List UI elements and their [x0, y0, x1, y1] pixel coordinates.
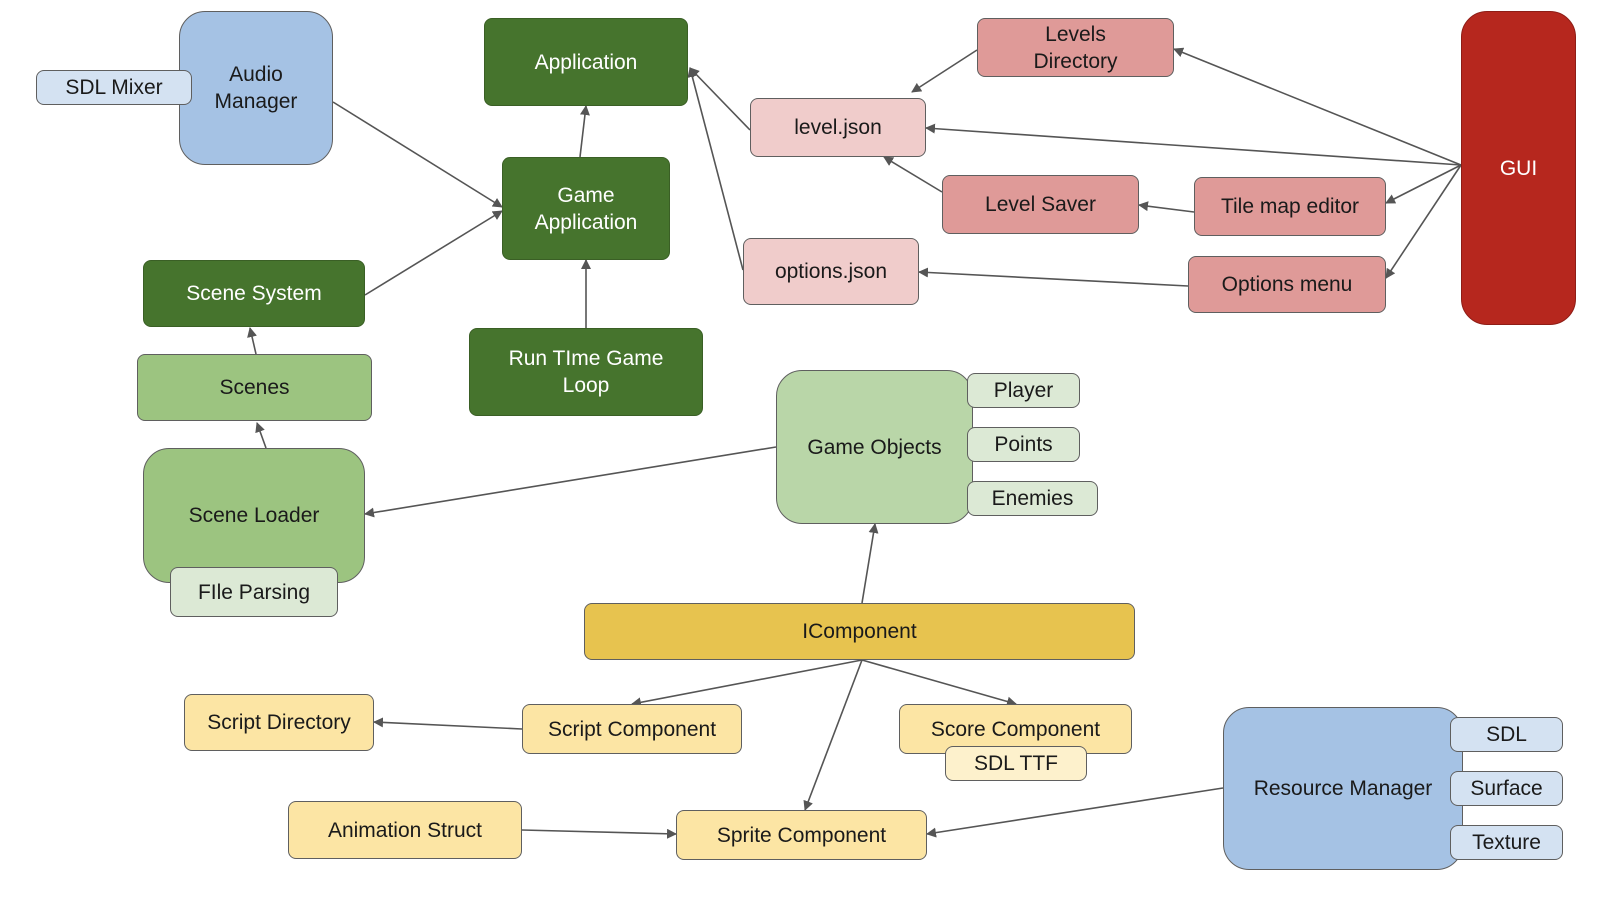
game-objects-node: Game Objects	[776, 370, 973, 524]
level-saver-node: Level Saver	[942, 175, 1139, 234]
score-component-node: Score Component	[899, 704, 1132, 754]
scene-loader-node: Scene Loader	[143, 448, 365, 583]
enemies-node: Enemies	[967, 481, 1098, 516]
arrow-scene-system-to-game-app	[364, 210, 503, 296]
scenes-node: Scenes	[137, 354, 372, 421]
arrow-game-app-to-application	[579, 105, 590, 158]
options-menu-node: Options menu	[1188, 256, 1386, 313]
arrow-game-objects-to-scene-loader	[364, 446, 777, 518]
file-parsing-node: FIle Parsing	[170, 567, 338, 617]
texture-node: Texture	[1450, 825, 1563, 860]
arrow-level-json-to-application	[689, 67, 751, 131]
script-component-node: Script Component	[522, 704, 742, 754]
arrow-scene-loader-to-scenes	[255, 422, 267, 449]
arrow-levels-dir-to-level-json	[911, 49, 978, 93]
arrow-script-comp-to-script-dir	[373, 717, 523, 730]
arrow-scenes-to-scene-system	[247, 327, 257, 355]
arrow-icomponent-to-script-comp	[631, 659, 863, 708]
sdl-mixer-node: SDL Mixer	[36, 70, 192, 105]
sprite-component-node: Sprite Component	[676, 810, 927, 860]
resource-manager-node: Resource Manager	[1223, 707, 1463, 870]
arrow-gui-to-options-menu	[1385, 164, 1462, 279]
arrow-resource-mgr-to-sprite-comp	[926, 787, 1224, 838]
arrow-gui-to-tile-editor	[1385, 164, 1462, 204]
arrow-gui-to-levels-dir	[1173, 47, 1462, 166]
points-node: Points	[967, 427, 1080, 462]
arrow-icomponent-to-game-objects	[861, 523, 879, 604]
arrow-icomponent-to-sprite-comp	[803, 659, 863, 811]
sdl-node: SDL	[1450, 717, 1563, 752]
options-json-node: options.json	[743, 238, 919, 305]
animation-struct-node: Animation Struct	[288, 801, 522, 859]
run-time-game-loop-node: Run TIme Game Loop	[469, 328, 703, 416]
arrow-tile-editor-to-level-saver	[1138, 201, 1195, 213]
arrow-gui-to-level-json	[925, 123, 1462, 166]
sdl-ttf-node: SDL TTF	[945, 746, 1087, 781]
gui-node: GUI	[1461, 11, 1576, 325]
arrow-anim-struct-to-sprite-comp	[521, 828, 677, 839]
arrow-options-menu-to-options-json	[918, 267, 1189, 287]
player-node: Player	[967, 373, 1080, 408]
script-directory-node: Script Directory	[184, 694, 374, 751]
arrow-icomponent-to-score-comp	[861, 659, 1017, 707]
audio-manager-node: Audio Manager	[179, 11, 333, 165]
icomponent-node: IComponent	[584, 603, 1135, 660]
tile-map-editor-node: Tile map editor	[1194, 177, 1386, 236]
arrow-options-json-to-application	[687, 67, 744, 271]
scene-system-node: Scene System	[143, 260, 365, 327]
levels-directory-node: Levels Directory	[977, 18, 1174, 77]
arrow-audio-to-game-app	[332, 101, 503, 208]
application-node: Application	[484, 18, 688, 106]
surface-node: Surface	[1450, 771, 1563, 806]
game-application-node: Game Application	[502, 157, 670, 260]
level-json-node: level.json	[750, 98, 926, 157]
arrow-level-saver-to-level-json	[883, 156, 943, 193]
